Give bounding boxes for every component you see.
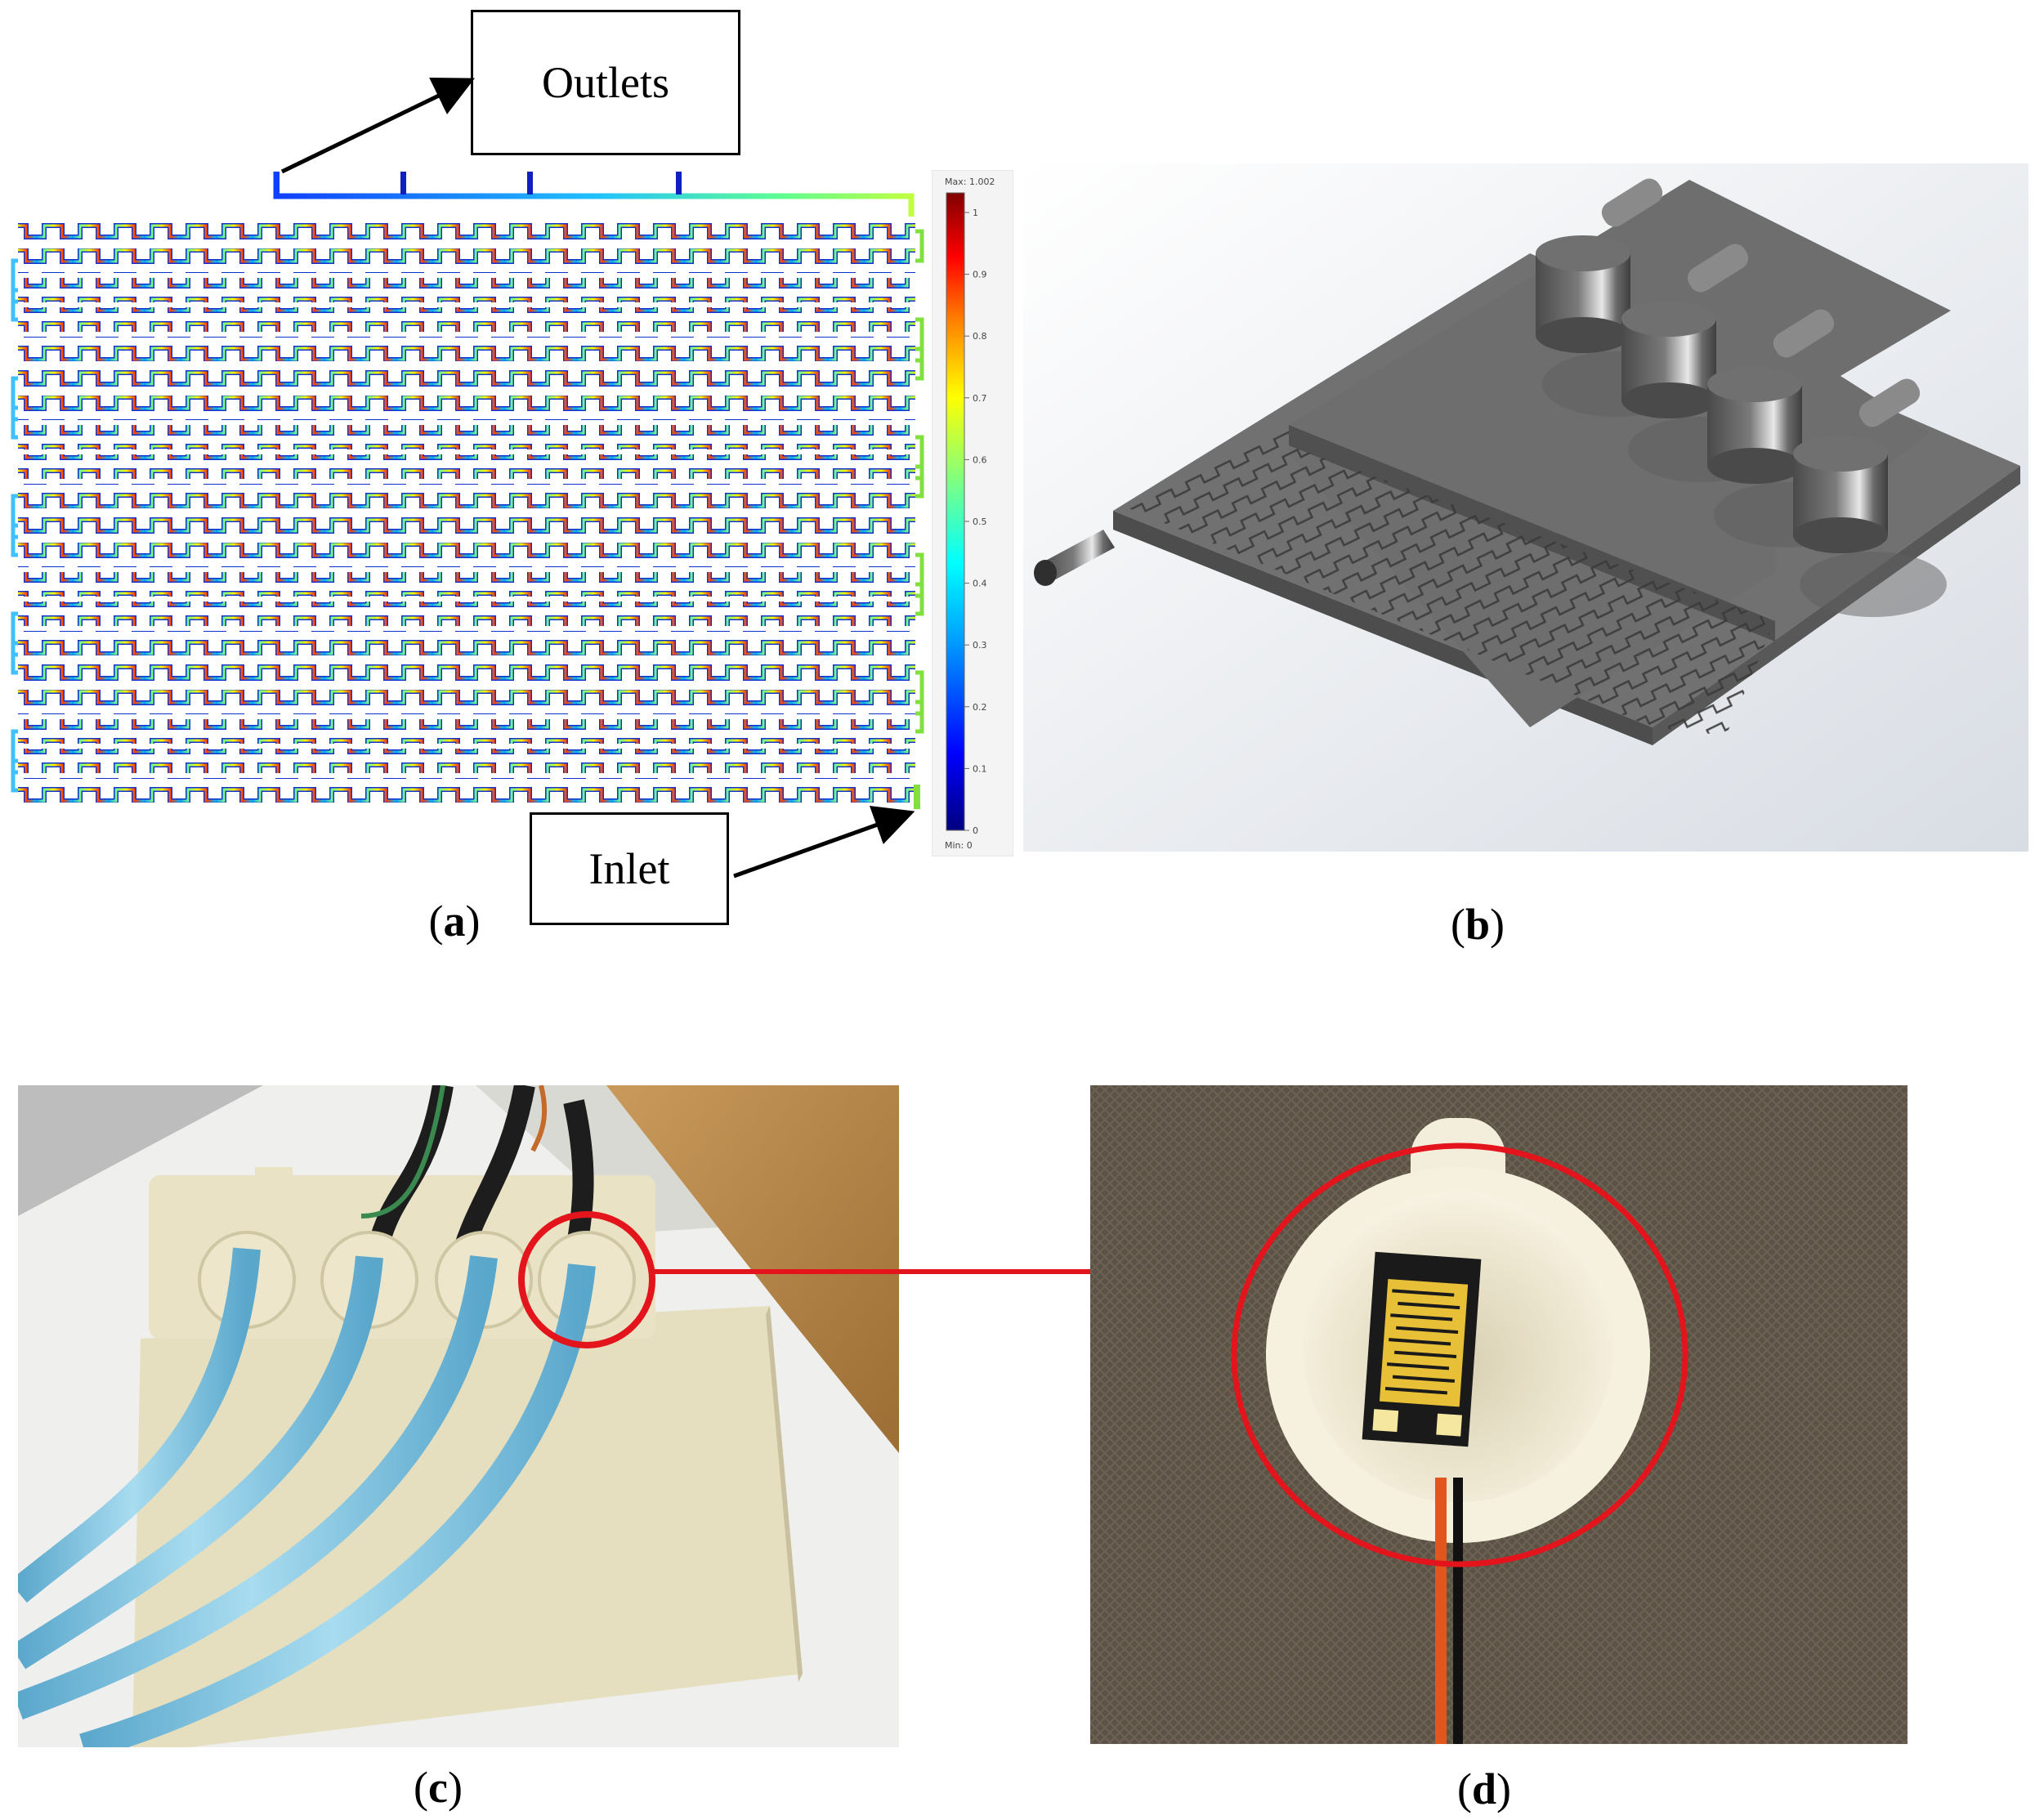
- outlet-3: [527, 172, 533, 195]
- outlet-4: [676, 172, 682, 195]
- outlets-label: Outlets: [542, 58, 669, 107]
- inlet-label: Inlet: [588, 844, 670, 893]
- colorbar-tick: 0.2: [973, 702, 987, 713]
- channel-row-upper: [18, 337, 915, 361]
- inlet-stub: [914, 785, 920, 809]
- outlet-manifold: [273, 172, 915, 217]
- channel-row-lower: [18, 660, 915, 685]
- channel-row-lower: [18, 719, 915, 744]
- colorbar-max: Max: 1.002: [945, 177, 995, 187]
- colorbar-tick: 0.4: [973, 579, 987, 589]
- channel-row-upper: [18, 219, 915, 244]
- channel-row-lower: [18, 778, 915, 803]
- channel-row-lower: [18, 307, 915, 332]
- wire-black: [1453, 1478, 1463, 1744]
- inlet-callout: Inlet: [530, 812, 729, 925]
- channel-row-upper: [18, 749, 915, 773]
- channel-row-upper: [18, 631, 915, 655]
- zoom-highlight-circle: [1231, 1143, 1688, 1567]
- panel-a-label: (a): [428, 897, 481, 946]
- channel-row-upper: [18, 396, 915, 420]
- colorbar-tick: 0.1: [973, 763, 987, 774]
- color-bar: Max: 1.002 1 0.9 0.8 0.7 0.6 0.5 0.4 0.3 0.2 0.1 0…: [932, 170, 1013, 856]
- humidity-sensor-chip: [1362, 1251, 1482, 1447]
- panel-c-label: (c): [414, 1763, 463, 1812]
- tube-3: [18, 1255, 498, 1719]
- colorbar-gradient: [946, 192, 965, 831]
- channel-row-lower: [18, 425, 915, 449]
- colorbar-tick: 0.9: [973, 270, 987, 280]
- channel-row-lower: [18, 248, 915, 273]
- tube-1: [18, 1247, 261, 1603]
- channel-row-upper: [18, 278, 915, 302]
- colorbar-tick: 0.6: [973, 454, 987, 465]
- channel-row-lower: [18, 366, 915, 391]
- channel-row-upper: [18, 572, 915, 597]
- colorbar-tick: 0.5: [973, 516, 987, 527]
- sensor-housings: [1536, 178, 1947, 617]
- highlight-circle: [518, 1211, 655, 1348]
- colorbar-tick: 1: [973, 208, 978, 218]
- sensor-closeup-photo: [1090, 1085, 1908, 1744]
- channel-area: [1121, 425, 1775, 736]
- device-photo: [18, 1085, 899, 1747]
- colorbar-tick: 0.7: [973, 393, 987, 404]
- channel-row-upper: [18, 690, 915, 714]
- outlet-1: [274, 172, 280, 195]
- outlets-callout: Outlets: [471, 10, 740, 155]
- channel-row-lower: [18, 543, 915, 567]
- tube-4: [79, 1263, 596, 1747]
- colorbar-tick: 0: [973, 825, 978, 836]
- wire-red: [1435, 1478, 1447, 1744]
- channel-row-upper: [18, 513, 915, 538]
- colorbar-tick: 0.3: [973, 640, 987, 651]
- serpentine-channel-plot: [11, 172, 924, 809]
- sensor-housing: [1793, 378, 1947, 617]
- colorbar-min: Min: 0: [945, 840, 973, 851]
- panel-d-label: (d): [1456, 1764, 1511, 1813]
- inlet-tube: [1034, 530, 1115, 586]
- channel-row-lower: [18, 601, 915, 626]
- cad-render: [1023, 163, 2028, 852]
- tube-2: [18, 1255, 383, 1670]
- channel-row-upper: [18, 454, 915, 479]
- channel-row-lower: [18, 484, 915, 508]
- outlet-2: [400, 172, 406, 195]
- panel-b-label: (b): [1450, 900, 1505, 949]
- colorbar-tick: 0.8: [973, 331, 987, 342]
